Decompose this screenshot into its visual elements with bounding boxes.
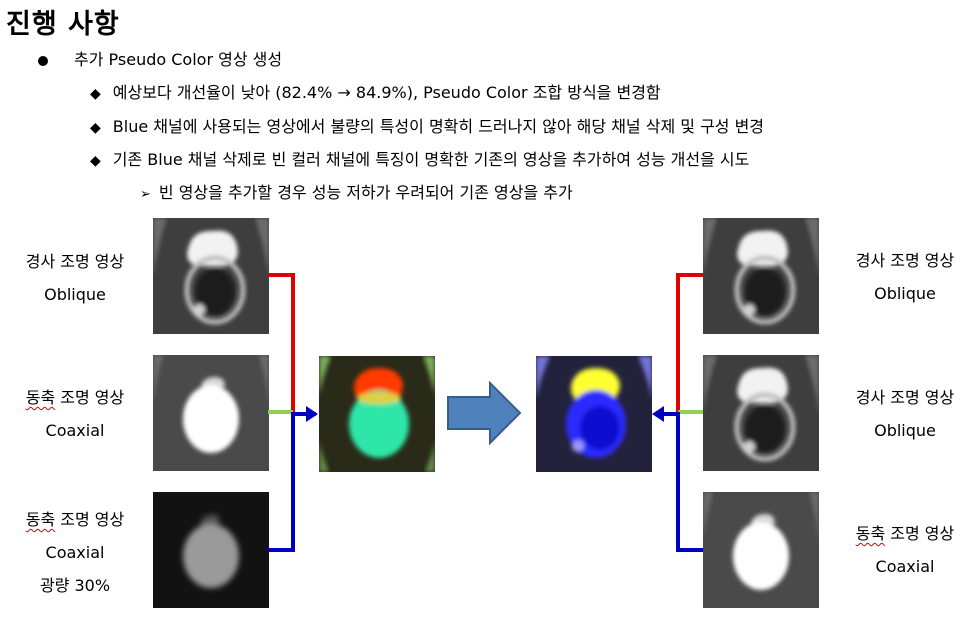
diamond-bullet-icon: ◆: [90, 86, 101, 102]
left-label-1: 경사 조명 영상 Oblique: [25, 252, 125, 304]
arrowhead-bullet-icon: ➢: [140, 187, 151, 202]
bullet-level2-2: ◆Blue 채널에 사용되는 영상에서 불량의 특성이 명확히 드러나지 않아 …: [90, 117, 765, 136]
coaxial-image-right: [703, 492, 819, 608]
oblique-image-right-2: [703, 355, 819, 471]
left-channel-connectors: [268, 273, 318, 552]
pseudo-color-image-after: [536, 356, 652, 472]
bullet-level1: 추가 Pseudo Color 영상 생성: [38, 46, 282, 70]
coaxial-30-image-left: [153, 492, 269, 608]
bullet-level2-3: ◆기존 Blue 채널 삭제로 빈 컬러 채널에 특징이 명확한 기존의 영상을…: [90, 150, 750, 169]
oblique-image-left: [153, 218, 269, 334]
oblique-image-right-1: [703, 218, 819, 334]
right-label-1: 경사 조명 영상 Oblique: [855, 251, 955, 303]
left-label-3: 동축 조명 영상 Coaxial 광량 30%: [25, 510, 125, 595]
diamond-bullet-icon: ◆: [90, 153, 101, 169]
coaxial-image-left: [153, 355, 269, 471]
transition-arrow-icon: [447, 381, 522, 445]
page-title: 진행 사항: [6, 9, 120, 40]
right-label-2: 경사 조명 영상 Oblique: [855, 388, 955, 440]
pseudo-color-image-before: [319, 356, 435, 472]
diamond-bullet-icon: ◆: [90, 120, 101, 136]
right-label-3: 동축 조명 영상 Coaxial: [855, 524, 955, 576]
right-channel-connectors: [652, 273, 704, 552]
bullet-dot-icon: [38, 55, 48, 66]
bullet-level3: ➢빈 영상을 추가할 경우 성능 저하가 우려되어 기존 영상을 추가: [140, 183, 573, 202]
left-label-2: 동축 조명 영상 Coaxial: [25, 388, 125, 440]
bullet-level2-1: ◆예상보다 개선율이 낮아 (82.4% → 84.9%), Pseudo Co…: [90, 83, 661, 102]
